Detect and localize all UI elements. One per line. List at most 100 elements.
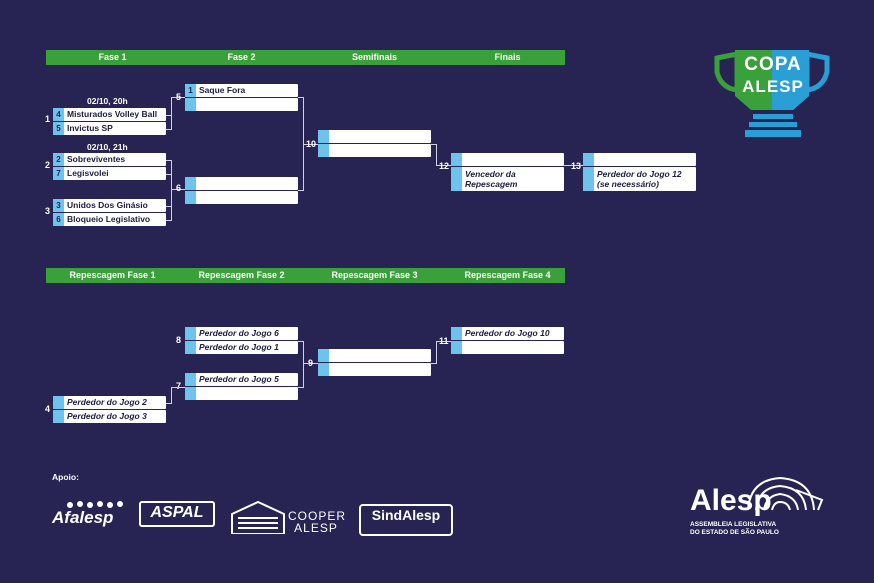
seed: 5: [53, 122, 64, 135]
seed: 6: [53, 213, 64, 226]
seed: [185, 98, 196, 111]
game-number: 7: [176, 381, 182, 391]
team-name: Perdedor do Jogo 1: [199, 342, 279, 352]
match-slot: [451, 341, 564, 354]
sponsor-sindalesp: SindAlesp: [359, 504, 453, 536]
sponsor-aspal-name: ASPAL: [150, 504, 204, 521]
header-semifinais: Semifinais: [351, 52, 398, 62]
seed: [185, 177, 196, 190]
alesp-sub1: ASSEMBLEIA LEGISLATIVA: [690, 521, 777, 528]
match-slot: [318, 363, 431, 376]
match-slot: [451, 153, 564, 166]
alesp-word: Alesp: [690, 484, 772, 517]
game-number: 9: [308, 358, 314, 368]
team-name: Perdedor do Jogo 3: [67, 411, 147, 421]
building-icon: [231, 500, 285, 534]
match-slot: Perdedor do Jogo 10: [451, 327, 564, 340]
trophy-icon: [714, 50, 830, 137]
seed: [53, 410, 64, 423]
match-slot: [318, 130, 431, 143]
game-number: 4: [45, 404, 51, 414]
seed: 4: [53, 108, 64, 121]
match-slot: [185, 387, 298, 400]
logo-copa: COPA: [744, 54, 802, 75]
match-slot: Perdedor do Jogo 3: [53, 410, 166, 423]
sponsor-afalesp-name: Afalesp: [52, 508, 114, 527]
team-name: Perdedor do Jogo 6: [199, 328, 279, 338]
seed: [185, 341, 196, 354]
seed: [53, 396, 64, 409]
header-fase-1: Fase 1: [98, 52, 127, 62]
alesp-sub2: DO ESTADO DE SÃO PAULO: [690, 529, 779, 536]
game-number: 10: [306, 139, 317, 149]
game-number: 2: [45, 160, 51, 170]
apoio-label: Apoio:: [52, 472, 79, 482]
team-name: Sobreviventes: [67, 154, 126, 164]
match-slot: [185, 177, 298, 190]
match-slot: [185, 191, 298, 204]
seed: [318, 144, 329, 157]
team-name: Bloqueio Legislativo: [67, 214, 151, 224]
game-number: 12: [439, 161, 450, 171]
date-game-2: 02/10, 21h: [87, 142, 128, 152]
seed: [185, 327, 196, 340]
main-bracket-header: Fase 1 Fase 2 Semifinais Finais: [46, 50, 565, 65]
match-slot: [583, 153, 696, 166]
match-slot: Perdedor do Jogo 6: [185, 327, 298, 340]
seed: 3: [53, 199, 64, 212]
team-name: Perdedor do Jogo 10: [465, 328, 550, 338]
match-slot: [318, 349, 431, 362]
seed: [583, 153, 594, 166]
header-fase-2: Fase 2: [227, 52, 256, 62]
seed: [451, 167, 462, 191]
seed: 1: [185, 84, 196, 97]
seed: 2: [53, 153, 64, 166]
match-slot: Perdedor do Jogo 5: [185, 373, 298, 386]
team-name: Unidos Dos Ginásio: [67, 200, 148, 210]
alesp-logo: Alesp ASSEMBLEIA LEGISLATIVA DO ESTADO D…: [688, 470, 828, 542]
sponsor-cooper-name: COOPER ALESP: [288, 509, 347, 535]
seed: [451, 153, 462, 166]
seed: [318, 363, 329, 376]
header-rep-4: Repescagem Fase 4: [464, 270, 551, 280]
header-finais: Finais: [494, 52, 521, 62]
copa-alesp-logo: COPA ALESP: [713, 48, 831, 140]
sponsor-afalesp: Afalesp: [52, 500, 126, 536]
header-rep-3: Repescagem Fase 3: [331, 270, 418, 280]
game-number: 13: [571, 161, 582, 171]
sponsor-aspal: ASPAL: [139, 501, 215, 535]
match-slot: Perdedor do Jogo 1: [185, 341, 298, 354]
seed: [185, 387, 196, 400]
team-name: Perdedor do Jogo 12(se necessário): [597, 169, 682, 189]
seed: 7: [53, 167, 64, 180]
sponsor-cooper-alesp: COOPER ALESP: [230, 500, 346, 536]
team-name: Invictus SP: [67, 123, 113, 133]
header-rep-2: Repescagem Fase 2: [198, 270, 285, 280]
logo-alesp: ALESP: [742, 77, 804, 96]
game-number: 3: [45, 206, 51, 216]
team-name: Perdedor do Jogo 5: [199, 374, 279, 384]
sponsor-sindalesp-name: SindAlesp: [371, 507, 441, 523]
seed: [318, 130, 329, 143]
team-name: Misturados Volley Ball: [67, 109, 158, 119]
seed: [451, 327, 462, 340]
team-name: Legisvolei: [67, 168, 109, 178]
seed: [185, 373, 196, 386]
people-icon: [67, 501, 123, 508]
game-number: 5: [176, 92, 182, 102]
match-slot: [318, 144, 431, 157]
seed: [451, 341, 462, 354]
repescagem-header: Repescagem Fase 1 Repescagem Fase 2 Repe…: [46, 268, 565, 283]
match-slot: Perdedor do Jogo 2: [53, 396, 166, 409]
match-slot: Perdedor do Jogo 12(se necessário): [583, 167, 696, 191]
seed: [318, 349, 329, 362]
